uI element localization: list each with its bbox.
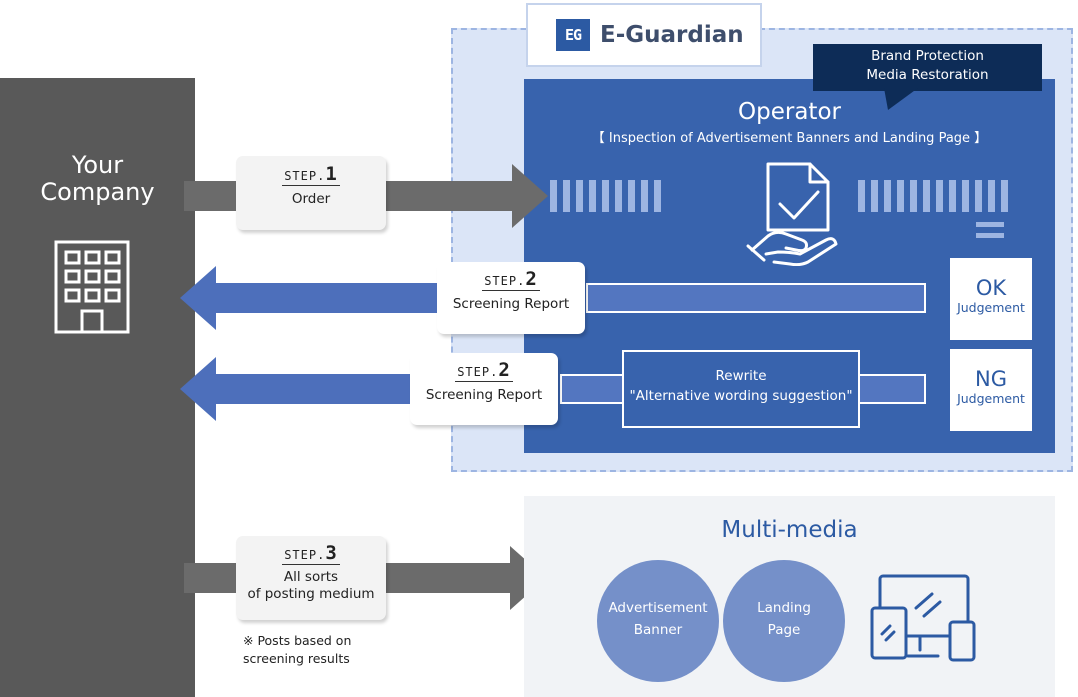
brand-protection-bubble: Brand Protection Media Restoration — [813, 44, 1042, 91]
operator-title: Operator — [738, 99, 841, 125]
step1-card: STEP.1 Order — [236, 156, 386, 230]
multimedia-title: Multi-media — [721, 517, 858, 543]
devices-icon — [870, 574, 976, 662]
step2-ok-arrow-left — [180, 266, 440, 330]
logo-text: E-Guardian — [600, 22, 744, 48]
landing-page-circle: Landing Page — [723, 560, 845, 682]
posting-note: ※ Posts based on screening results — [243, 633, 352, 666]
step2-ng-arrow-left — [180, 357, 412, 421]
company-title: Your Company — [40, 151, 155, 206]
ok-connector-bar — [586, 283, 926, 313]
operator-subtitle: 【 Inspection of Advertisement Banners an… — [591, 131, 988, 146]
ok-judgement-box: OK Judgement — [950, 258, 1032, 340]
stripe-left — [550, 180, 661, 212]
stripe-right — [858, 180, 1008, 212]
advertisement-banner-circle: Advertisement Banner — [597, 560, 719, 682]
ng-connector-bar-right — [856, 374, 926, 404]
rewrite-box: Rewrite "Alternative wording suggestion" — [622, 350, 860, 428]
bubble-tail — [884, 88, 918, 110]
eguardian-logo-icon: EG — [556, 19, 590, 51]
document-check-icon — [746, 162, 838, 266]
step2-ok-card: STEP.2 Screening Report — [437, 262, 585, 334]
company-column — [0, 78, 195, 697]
step3-card: STEP.3 All sorts of posting medium — [236, 536, 386, 620]
ng-judgement-box: NG Judgement — [950, 349, 1032, 431]
equals-icon — [976, 222, 1004, 238]
building-icon — [54, 240, 130, 334]
step2-ng-card: STEP.2 Screening Report — [410, 353, 558, 425]
